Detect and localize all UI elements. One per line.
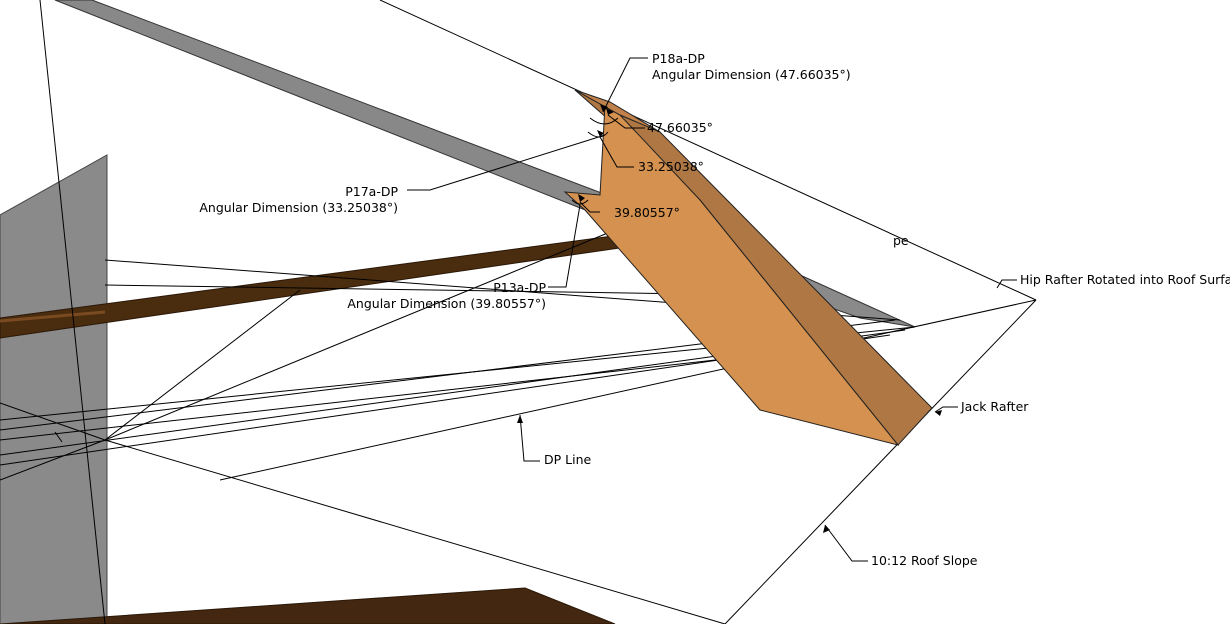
- jack-rafter-label[interactable]: Jack Rafter: [961, 399, 1029, 414]
- angle-33-text[interactable]: 33.25038°: [638, 159, 704, 174]
- arrowheads: [517, 104, 942, 533]
- grey-hip-rafter-bar: [54, 0, 622, 216]
- p13a-desc: Angular Dimension (39.80557°): [347, 296, 546, 311]
- p18a-desc: Angular Dimension (47.66035°): [652, 67, 851, 82]
- p17a-desc: Angular Dimension (33.25038°): [199, 200, 398, 215]
- angle-47-text[interactable]: 47.66035°: [647, 120, 713, 135]
- dp-line-label[interactable]: DP Line: [544, 452, 592, 467]
- grey-wall-panel: [0, 154, 108, 624]
- leader-lines: [407, 57, 1017, 562]
- p13a-dimension-label[interactable]: P13a-DP Angular Dimension (39.80557°): [336, 280, 546, 312]
- roof-slope-label[interactable]: 10:12 Roof Slope: [871, 553, 978, 568]
- p13a-name: P13a-DP: [493, 280, 546, 295]
- partial-slope-text: pe: [893, 233, 909, 248]
- hip-rafter-label[interactable]: Hip Rafter Rotated into Roof Surface: [1020, 272, 1230, 287]
- p18a-dimension-label[interactable]: P18a-DP Angular Dimension (47.66035°): [652, 51, 851, 83]
- jack-rafter-front-face: [563, 89, 900, 446]
- dark-brown-floor-beam: [0, 587, 616, 624]
- p17a-dimension-label[interactable]: P17a-DP Angular Dimension (33.25038°): [190, 184, 398, 216]
- angle-39-text[interactable]: 39.80557°: [614, 205, 680, 220]
- arc-39: [571, 199, 589, 205]
- p18a-name: P18a-DP: [652, 51, 705, 66]
- arc-47: [589, 117, 619, 125]
- p17a-name: P17a-DP: [345, 184, 398, 199]
